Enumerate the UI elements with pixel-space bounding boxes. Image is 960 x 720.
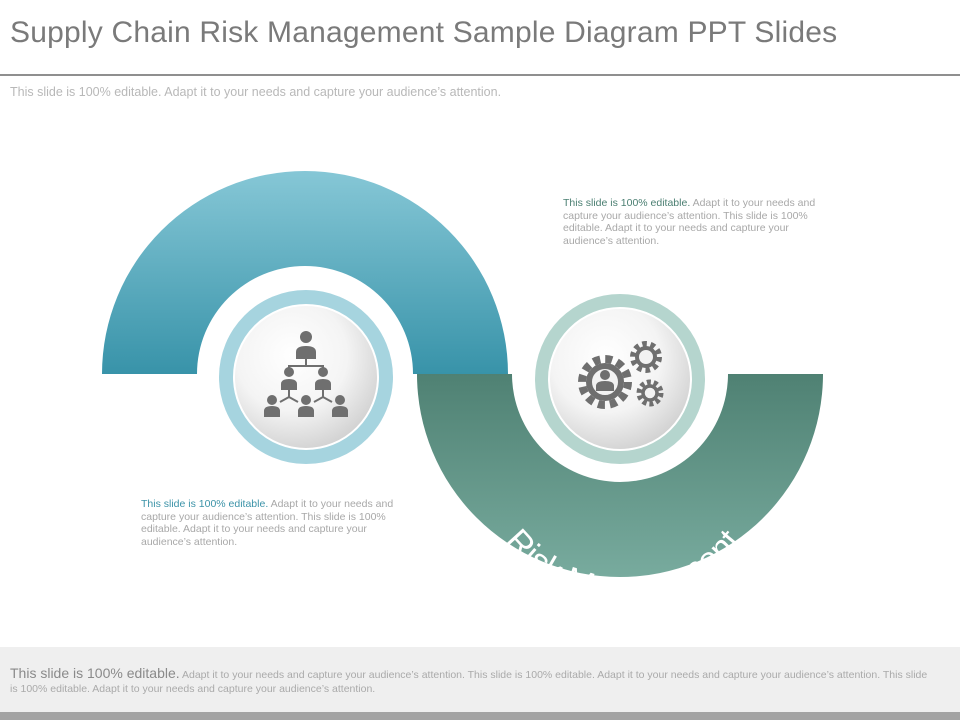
footer-body: Adapt it to your needs and capture your … bbox=[10, 669, 928, 695]
organization-hierarchy-icon bbox=[264, 331, 348, 417]
page-title: Supply Chain Risk Management Sample Diag… bbox=[10, 16, 838, 49]
bottom-bar bbox=[0, 712, 960, 720]
footer-text: This slide is 100% editable. Adapt it to… bbox=[10, 666, 930, 696]
footer-panel: This slide is 100% editable. Adapt it to… bbox=[0, 647, 960, 712]
footer-lead: This slide is 100% editable. bbox=[10, 665, 180, 681]
callout-right-lead: This slide is 100% editable. bbox=[563, 197, 691, 209]
callout-right: This slide is 100% editable. Adapt it to… bbox=[563, 197, 841, 247]
callout-left-body: Adapt it to your needs and capture your … bbox=[141, 498, 394, 548]
gears-person-icon bbox=[578, 341, 664, 409]
callout-left-lead: This slide is 100% editable. bbox=[141, 498, 269, 510]
title-divider bbox=[0, 74, 960, 76]
risk-management-arc bbox=[417, 374, 823, 577]
left-disc bbox=[233, 304, 379, 450]
callout-left: This slide is 100% editable. Adapt it to… bbox=[141, 498, 419, 548]
page-subtitle: This slide is 100% editable. Adapt it to… bbox=[10, 85, 502, 99]
supply-chain-arc bbox=[102, 171, 508, 374]
callout-right-body: Adapt it to your needs and capture your … bbox=[563, 197, 816, 247]
